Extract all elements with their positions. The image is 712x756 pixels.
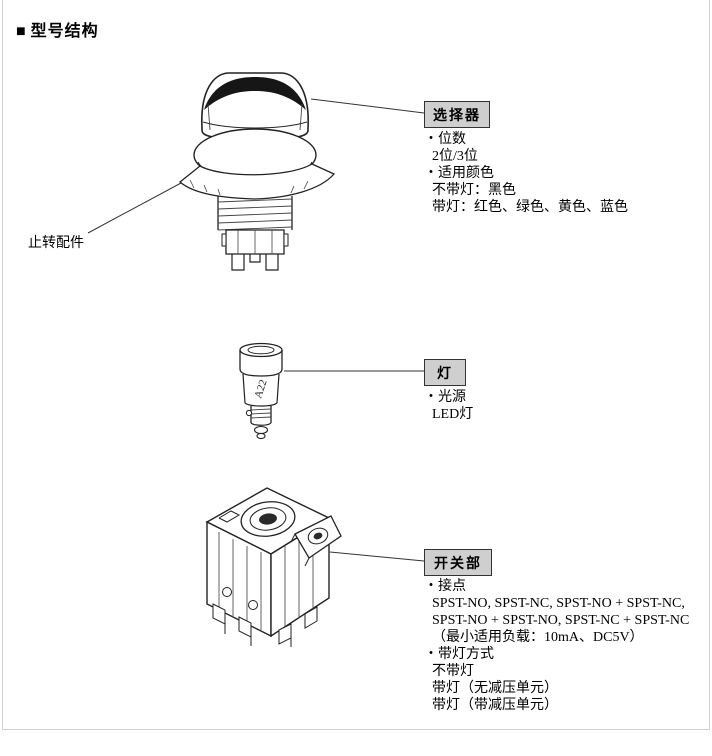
selector-switch-illustration [178,72,336,271]
spec-line: ・光源 [424,390,466,405]
anti-rotation-accessory-label: 止转配件 [28,236,84,251]
spec-line: 不带灯：黑色 [432,183,516,198]
terminal-prongs [231,254,279,271]
spec-line: ・位数 [424,132,466,147]
lamp-marking-text: A22 [252,378,269,400]
bayonet-base [250,406,272,423]
thread-lines [217,198,293,231]
knob-top-shading [204,77,306,110]
spec-line: 2位/3位 [432,149,478,164]
selector-callout: 选择器 [424,101,490,128]
section-title: ■型号结构 [16,17,99,41]
switch-callout: 开关部 [424,549,492,576]
switch-callout-label: 开关部 [434,557,482,572]
spec-line: （最小适用负载：10mA、DC5V） [432,630,644,645]
spec-line: 带灯（无减压单元） [432,681,558,696]
switch-unit-illustration [205,487,342,647]
selector-specs: ・位数 2位/3位 ・适用颜色 不带灯：黑色 带灯：红色、绿色、黄色、蓝色 [424,131,706,216]
switch-unit-drawing [183,474,345,671]
spec-line: SPST-NO, SPST-NC, SPST-NO + SPST-NC, [432,596,685,611]
lamp-drawing: A22 [236,341,288,450]
terminal-screw [222,587,232,597]
terminal-screw [248,600,258,610]
selector-switch-drawing [170,64,345,289]
section-title-marker: ■ [16,23,27,40]
lamp-callout: 灯 [424,359,466,386]
bayonet-pin [245,409,253,417]
spec-line: ・适用颜色 [424,166,494,181]
spec-line: ・接点 [424,579,466,594]
lamp-contact-tip [256,432,266,440]
section-title-text: 型号结构 [30,23,99,40]
spec-line: 不带灯 [432,664,474,679]
terminal-tab [304,606,318,629]
lamp-top [239,342,283,358]
lamp-callout-label: 灯 [437,367,453,382]
spec-line: LED灯 [432,407,474,422]
spec-line: 带灯：红色、绿色、黄色、蓝色 [432,200,628,215]
spec-line: 带灯（带减压单元） [432,698,558,713]
spec-line: ・带灯方式 [424,647,494,662]
switch-specs: ・接点 SPST-NO, SPST-NC, SPST-NO + SPST-NC,… [424,578,706,714]
selector-callout-label: 选择器 [433,109,481,124]
lamp-illustration: A22 [239,342,283,440]
lamp-specs: ・光源 LED灯 [424,389,706,423]
spec-line: SPST-NO + SPST-NO, SPST-NC + SPST-NC [432,613,690,628]
